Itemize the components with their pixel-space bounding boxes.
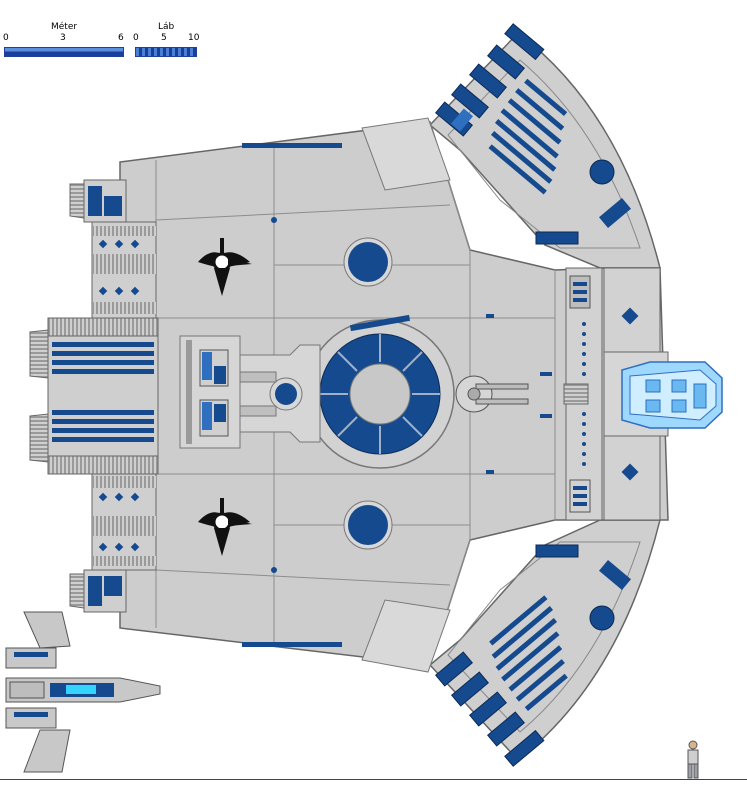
scale-lab-title: Láb <box>158 22 175 32</box>
central-corridor <box>179 335 321 449</box>
nose-section <box>563 267 723 521</box>
scale-lab-tick-0: 0 <box>133 33 139 43</box>
scale-lab-tick-5: 5 <box>161 33 167 43</box>
human-figure-icon <box>687 740 699 779</box>
emblem-icon <box>198 238 252 556</box>
upper-wing <box>428 23 661 269</box>
left-engines <box>29 179 159 613</box>
scale-lab-tick-10: 10 <box>188 33 200 43</box>
side-view-ship-icon <box>5 611 161 773</box>
scale-meter-tick-3: 3 <box>60 33 66 43</box>
scale-lab-bar <box>135 47 197 57</box>
scale-meter-tick-6: 6 <box>118 33 124 43</box>
scale-meter-title: Méter <box>51 22 78 32</box>
scale-meter-bar <box>4 47 124 57</box>
scale-meter-tick-0: 0 <box>3 33 9 43</box>
turret <box>455 375 529 413</box>
lower-wing <box>428 519 661 767</box>
ground-baseline <box>0 779 747 780</box>
